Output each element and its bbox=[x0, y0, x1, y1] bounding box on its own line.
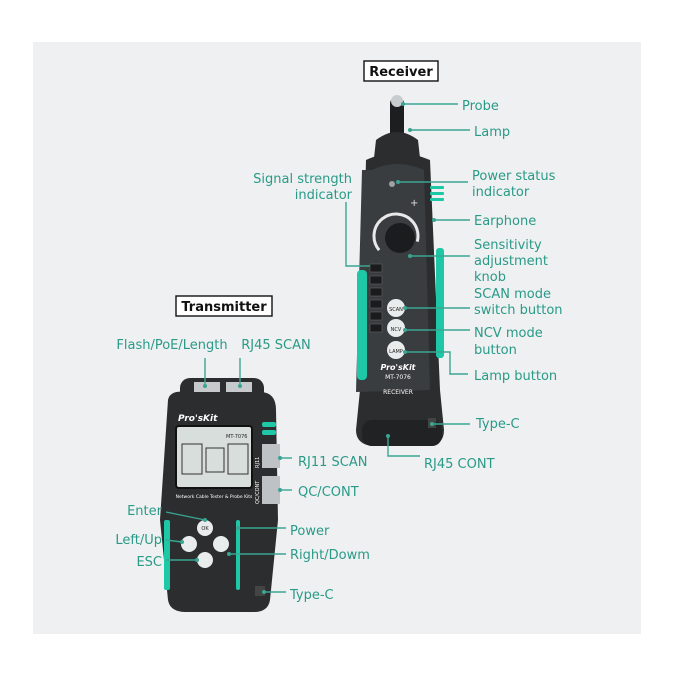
receiver-callouts: Probe Lamp Power status indicator Signal… bbox=[253, 99, 562, 472]
transmitter-enter-button[interactable] bbox=[197, 520, 213, 536]
transmitter-port-qc: QC/CONT bbox=[255, 480, 261, 504]
label-qc-cont: QC/CONT bbox=[298, 485, 359, 500]
receiver-ncv-button[interactable] bbox=[387, 319, 405, 337]
label-rj45-scan: RJ45 SCAN bbox=[241, 338, 311, 353]
label-rj45-cont: RJ45 CONT bbox=[424, 457, 495, 472]
receiver-device: + SCAN NCV LAMP Pro'sKit MT-7076 RECEIVE… bbox=[356, 95, 444, 446]
transmitter-esc-button[interactable] bbox=[197, 552, 213, 568]
label-sensitivity-3: knob bbox=[474, 270, 506, 285]
label-ncv-1: NCV mode bbox=[474, 326, 543, 341]
transmitter-name: Network Cable Tester & Probe Kits bbox=[176, 494, 253, 500]
label-rj11-scan: RJ11 SCAN bbox=[298, 455, 368, 470]
transmitter-left-button[interactable] bbox=[181, 536, 197, 552]
label-transmitter-typec: Type-C bbox=[289, 588, 334, 603]
transmitter-device: RJ11 QC/CONT Pro'sKit MT-7076 Network Ca… bbox=[160, 378, 280, 612]
transmitter-port-rj11: RJ11 bbox=[255, 457, 261, 468]
receiver-model: MT-7076 bbox=[385, 374, 411, 381]
label-lamp: Lamp bbox=[474, 125, 510, 140]
receiver-name: RECEIVER bbox=[383, 389, 413, 396]
transmitter-brand: Pro'sKit bbox=[178, 414, 218, 424]
receiver-scan-button-text: SCAN bbox=[389, 307, 403, 313]
label-right-down: Right/Dowm bbox=[290, 548, 370, 563]
transmitter-enter-button-text: OK bbox=[201, 526, 209, 532]
label-left-up: Left/Up bbox=[115, 533, 162, 548]
label-earphone: Earphone bbox=[474, 214, 536, 229]
transmitter-model: MT-7076 bbox=[226, 434, 247, 440]
receiver-ncv-button-text: NCV bbox=[391, 327, 402, 333]
background-panel bbox=[33, 42, 641, 634]
label-enter: Enter bbox=[127, 504, 163, 519]
receiver-lamp-button[interactable] bbox=[387, 341, 405, 359]
label-signal-2: indicator bbox=[295, 188, 353, 203]
label-scan-2: switch button bbox=[474, 303, 563, 318]
label-receiver-typec: Type-C bbox=[475, 417, 520, 432]
label-signal-1: Signal strength bbox=[253, 172, 352, 187]
label-probe: Probe bbox=[462, 99, 499, 114]
transmitter-right-button[interactable] bbox=[213, 536, 229, 552]
transmitter-heading: Transmitter bbox=[175, 295, 273, 317]
receiver-heading-text: Receiver bbox=[369, 65, 433, 80]
transmitter-heading-text: Transmitter bbox=[181, 300, 267, 315]
label-sensitivity-1: Sensitivity bbox=[474, 238, 542, 253]
receiver-scan-button[interactable] bbox=[387, 299, 405, 317]
label-power-status-2: indicator bbox=[472, 185, 530, 200]
svg-text:+: + bbox=[410, 198, 418, 209]
receiver-heading: Receiver bbox=[363, 60, 439, 82]
label-power-status-1: Power status bbox=[472, 169, 556, 184]
label-power: Power bbox=[290, 524, 330, 539]
transmitter-callouts: Flash/PoE/Length RJ45 SCAN RJ11 SCAN QC/… bbox=[115, 338, 369, 603]
label-scan-1: SCAN mode bbox=[474, 287, 551, 302]
receiver-lamp-button-text: LAMP bbox=[389, 349, 403, 355]
label-flash: Flash/PoE/Length bbox=[116, 338, 227, 353]
label-sensitivity-2: adjustment bbox=[474, 254, 548, 269]
receiver-brand: Pro'sKit bbox=[380, 363, 416, 372]
label-esc: ESC bbox=[136, 555, 162, 570]
label-ncv-2: button bbox=[474, 343, 517, 358]
label-lamp-button: Lamp button bbox=[474, 369, 557, 384]
